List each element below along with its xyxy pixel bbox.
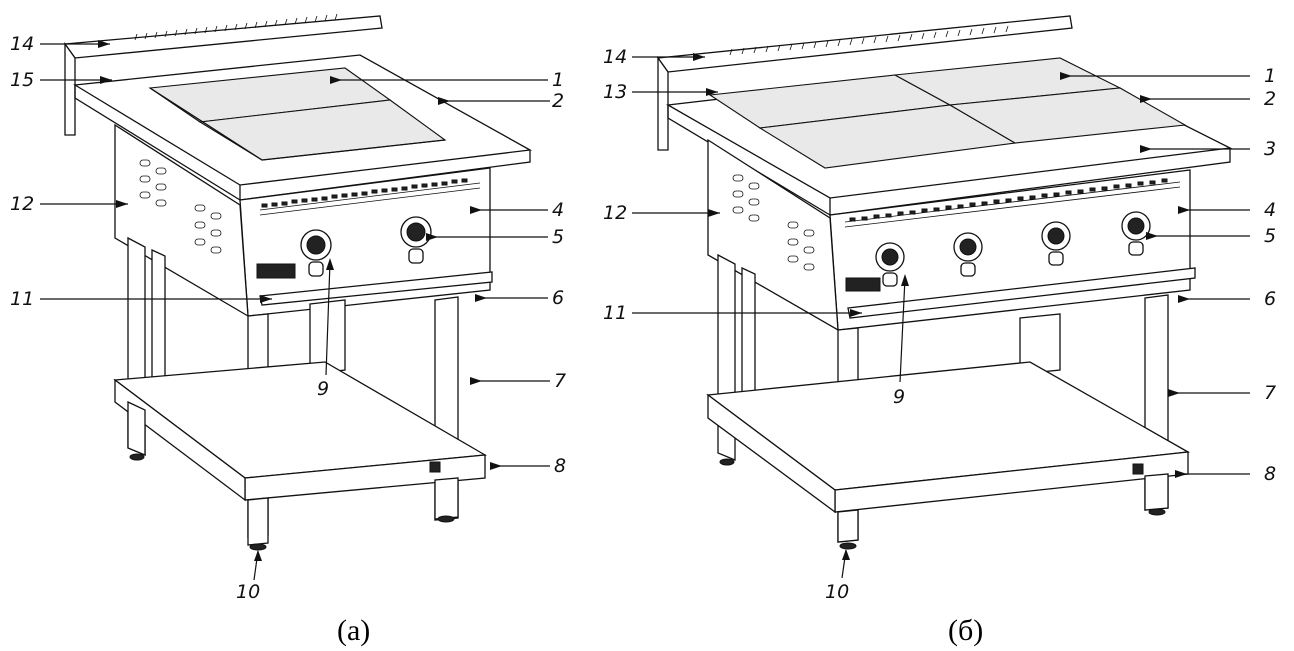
callout-a-8: 8 (554, 455, 566, 477)
callout-a-5: 5 (552, 226, 564, 248)
knob-b-2 (953, 232, 983, 277)
callout-b-4: 4 (1264, 199, 1276, 221)
arrowheads-b (693, 53, 1190, 560)
callout-b-11: 11 (603, 302, 627, 324)
callout-a-14: 14 (10, 33, 34, 55)
knob-b-3 (1041, 221, 1071, 266)
callout-a-1: 1 (552, 69, 564, 91)
callout-b-6: 6 (1264, 288, 1276, 310)
knob-b-1 (875, 242, 905, 287)
side-vents-a (139, 159, 222, 254)
panel-vents-b (849, 178, 1168, 222)
stove-drawing-b (656, 15, 1233, 550)
callout-a-12: 12 (10, 193, 34, 215)
callout-b-10: 10 (825, 581, 849, 603)
callout-b-1: 1 (1264, 65, 1276, 87)
panel-vents-a (261, 178, 468, 208)
nameplate-a (256, 263, 296, 279)
knob-b-4 (1121, 211, 1151, 256)
callout-a-9: 9 (317, 378, 329, 400)
handle-b (847, 267, 1196, 319)
callout-a-4: 4 (552, 199, 564, 221)
hotplate-b-4 (948, 87, 1187, 144)
callout-labels-b: 14 13 1 2 3 12 4 5 11 6 9 7 8 10 (603, 46, 1276, 603)
side-vents-b (732, 174, 815, 271)
caption-b: (б) (948, 614, 983, 647)
callout-b-2: 2 (1264, 88, 1276, 110)
backsplash-a (63, 15, 383, 59)
callout-b-7: 7 (1264, 382, 1276, 404)
callout-b-9: 9 (893, 386, 905, 408)
nameplate-b (845, 277, 881, 292)
arrowheads-a (98, 40, 502, 561)
callout-a-15: 15 (10, 69, 34, 91)
callout-a-7: 7 (554, 370, 566, 392)
callout-a-6: 6 (552, 287, 564, 309)
callout-b-3: 3 (1264, 138, 1276, 160)
knob-a-2 (400, 216, 432, 264)
stove-drawing-a (63, 13, 533, 551)
callout-b-14: 14 (603, 46, 627, 68)
callout-a-11: 11 (10, 288, 34, 310)
callout-a-10: 10 (236, 581, 260, 603)
callout-a-2: 2 (552, 90, 564, 112)
knob-a-1 (300, 229, 332, 277)
callout-b-5: 5 (1264, 225, 1276, 247)
caption-a: (а) (337, 614, 370, 647)
callout-b-8: 8 (1264, 463, 1276, 485)
backsplash-vents-b (729, 25, 1009, 56)
callout-labels-a: 14 15 1 2 12 4 5 11 6 9 7 8 10 (10, 33, 566, 603)
callout-b-12: 12 (603, 202, 627, 224)
callout-b-13: 13 (603, 81, 627, 103)
backsplash-vents-a (134, 13, 338, 41)
